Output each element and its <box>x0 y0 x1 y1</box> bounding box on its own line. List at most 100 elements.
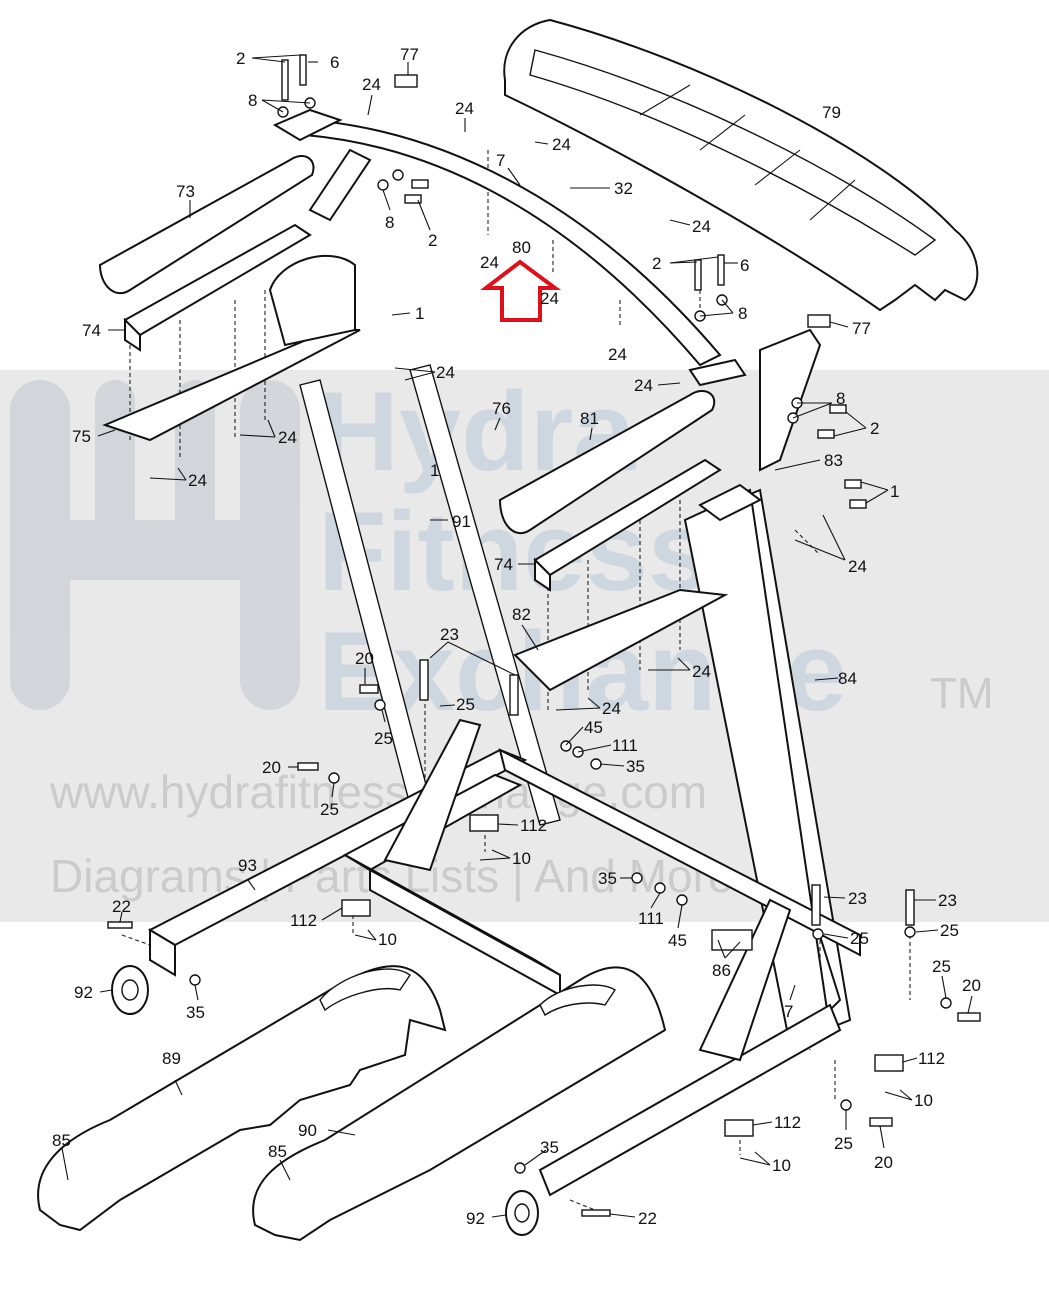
upright-84-top <box>698 483 762 522</box>
label-77: 77 <box>852 319 871 338</box>
label-74: 74 <box>82 321 101 340</box>
label-80: 80 <box>512 238 531 257</box>
label-24: 24 <box>455 99 474 118</box>
label-77: 77 <box>400 45 419 64</box>
label-22: 22 <box>112 897 131 916</box>
label-90: 90 <box>298 1121 317 1140</box>
label-2: 2 <box>236 49 245 68</box>
label-24: 24 <box>634 376 653 395</box>
label-89: 89 <box>162 1049 181 1068</box>
side-cover-89 <box>37 965 447 1232</box>
label-8: 8 <box>738 304 747 323</box>
handrail-80 <box>272 108 747 387</box>
label-75: 75 <box>72 427 91 446</box>
label-25: 25 <box>932 957 951 976</box>
label-24: 24 <box>552 135 571 154</box>
label-35: 35 <box>540 1138 559 1157</box>
label-112: 112 <box>520 816 547 835</box>
arm-cover-73 <box>98 155 315 295</box>
arm-tube-74-right <box>533 458 722 592</box>
label-23: 23 <box>848 889 867 908</box>
hardware <box>107 54 981 1217</box>
label-10: 10 <box>914 1091 933 1110</box>
label-20: 20 <box>962 976 981 995</box>
label-1: 1 <box>430 461 439 480</box>
label-1: 1 <box>415 304 424 323</box>
label-83: 83 <box>824 451 843 470</box>
label-7: 7 <box>496 151 505 170</box>
label-24: 24 <box>608 345 627 364</box>
wheel-92-upper <box>111 965 149 1015</box>
label-73: 73 <box>176 182 195 201</box>
label-2: 2 <box>870 419 879 438</box>
label-6: 6 <box>740 256 749 275</box>
upright-91 <box>299 364 561 826</box>
label-82: 82 <box>512 605 531 624</box>
watermark-band <box>0 370 1049 922</box>
label-85: 85 <box>52 1131 71 1150</box>
label-112: 112 <box>918 1049 945 1068</box>
label-23: 23 <box>440 625 459 644</box>
label-35: 35 <box>598 869 617 888</box>
label-25: 25 <box>320 800 339 819</box>
label-24: 24 <box>692 217 711 236</box>
label-8: 8 <box>385 213 394 232</box>
label-24: 24 <box>848 557 867 576</box>
leader-lines <box>61 54 973 1218</box>
label-24: 24 <box>480 253 499 272</box>
label-10: 10 <box>512 849 531 868</box>
label-24: 24 <box>278 428 297 447</box>
label-10: 10 <box>772 1156 791 1175</box>
label-111: 111 <box>612 736 638 755</box>
label-84: 84 <box>838 669 857 688</box>
label-2: 2 <box>652 254 661 273</box>
label-92: 92 <box>466 1209 485 1228</box>
label-20: 20 <box>355 649 374 668</box>
label-93: 93 <box>238 856 257 875</box>
label-6: 6 <box>330 53 339 72</box>
label-86: 86 <box>712 961 731 980</box>
label-24: 24 <box>362 75 381 94</box>
label-2: 2 <box>428 231 437 250</box>
label-74: 74 <box>494 555 513 574</box>
base-frame <box>147 718 861 1197</box>
label-25: 25 <box>850 929 869 948</box>
label-24: 24 <box>436 363 455 382</box>
label-76: 76 <box>492 399 511 418</box>
label-35: 35 <box>186 1003 205 1022</box>
label-20: 20 <box>262 758 281 777</box>
console-tray-79 <box>503 18 979 312</box>
label-8: 8 <box>248 91 257 110</box>
label-32: 32 <box>614 179 633 198</box>
label-24: 24 <box>540 289 559 308</box>
watermark: Hydra Fitness Exchange TM www.hydrafitne… <box>0 369 1049 922</box>
label-25: 25 <box>940 921 959 940</box>
label-7: 7 <box>784 1002 793 1021</box>
label-112: 112 <box>290 911 317 930</box>
label-81: 81 <box>580 409 599 428</box>
label-20: 20 <box>874 1153 893 1172</box>
watermark-tm: TM <box>930 669 994 718</box>
label-24: 24 <box>692 662 711 681</box>
side-cover-90 <box>252 966 667 1242</box>
label-25: 25 <box>374 729 393 748</box>
label-24: 24 <box>602 699 621 718</box>
label-45: 45 <box>668 931 687 950</box>
label-91: 91 <box>452 512 471 531</box>
label-85: 85 <box>268 1142 287 1161</box>
label-1: 1 <box>890 482 899 501</box>
label-92: 92 <box>74 983 93 1002</box>
arm-cover-75 <box>102 329 361 442</box>
label-8: 8 <box>836 389 845 408</box>
label-24: 24 <box>188 471 207 490</box>
part-labels: 2 6 77 24 8 24 24 79 7 32 73 8 2 80 24 2… <box>52 45 981 1228</box>
label-23: 23 <box>938 891 957 910</box>
arm-tube-74-left <box>123 223 312 352</box>
label-25: 25 <box>834 1134 853 1153</box>
label-22: 22 <box>638 1209 657 1228</box>
label-25: 25 <box>456 695 475 714</box>
arm-cover-82 <box>513 588 729 692</box>
label-111: 111 <box>638 909 664 928</box>
label-35: 35 <box>626 757 645 776</box>
